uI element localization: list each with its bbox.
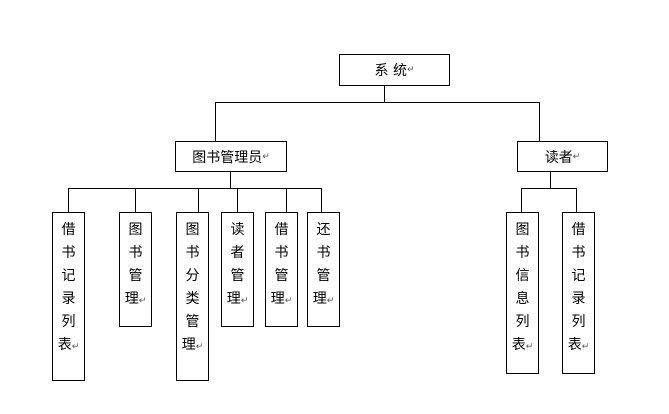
leaf-label: 借书管理↵: [266, 219, 297, 313]
leaf-char: 表↵: [57, 337, 80, 353]
connector: [384, 86, 385, 102]
leaf-node: 借书记录列表↵: [562, 212, 595, 374]
leaf-char: 者: [230, 245, 245, 261]
leaf-char: 管: [274, 268, 289, 284]
connector: [321, 188, 322, 212]
leaf-node: 图书管理↵: [119, 212, 152, 327]
connector: [550, 172, 551, 188]
leaf-char: 记: [61, 268, 76, 284]
leaf-char: 图: [185, 222, 200, 238]
leaf-char: 信: [515, 268, 530, 284]
leaf-char: 书: [316, 245, 331, 261]
paragraph-mark: ↵: [71, 342, 80, 352]
leaf-char: 书: [515, 245, 530, 261]
paragraph-mark: ↵: [195, 342, 204, 352]
branch-label: 读者: [544, 149, 573, 166]
leaf-label: 借书记录列表↵: [53, 219, 84, 359]
connector: [68, 188, 322, 189]
connector: [198, 188, 199, 212]
leaf-char: 录: [61, 291, 76, 307]
root-label: 系 统: [374, 63, 407, 79]
leaf-char: 借: [274, 222, 289, 238]
connector: [215, 102, 216, 141]
branch-node-librarian: 图书管理员↵: [175, 141, 287, 172]
paragraph-mark: ↵: [240, 296, 249, 306]
connector: [286, 188, 287, 212]
leaf-char: 图: [128, 222, 143, 238]
leaf-label: 图书信息列表↵: [507, 219, 538, 359]
leaf-node: 借书记录列表↵: [52, 212, 85, 381]
connector: [135, 188, 136, 212]
leaf-char: 理↵: [270, 291, 293, 307]
leaf-char: 表↵: [567, 337, 590, 353]
leaf-label: 读者管理↵: [222, 219, 253, 313]
connector: [215, 102, 540, 103]
leaf-char: 书: [185, 245, 200, 261]
paragraph-mark: ↵: [525, 342, 534, 352]
branch-label: 图书管理员: [192, 149, 263, 166]
connector: [521, 188, 577, 189]
root-node: 系 统↵: [339, 54, 450, 86]
leaf-char: 书: [61, 245, 76, 261]
connector: [237, 188, 238, 212]
leaf-char: 分: [185, 268, 200, 284]
leaf-char: 息: [515, 291, 530, 307]
leaf-char: 书: [128, 245, 143, 261]
leaf-char: 列: [515, 314, 530, 330]
leaf-char: 理↵: [226, 291, 249, 307]
leaf-char: 理↵: [124, 291, 147, 307]
leaf-char: 管: [185, 314, 200, 330]
leaf-char: 列: [571, 314, 586, 330]
leaf-label: 图书管理↵: [120, 219, 151, 313]
leaf-char: 表↵: [511, 337, 534, 353]
leaf-node: 借书管理↵: [265, 212, 298, 327]
leaf-char: 理↵: [312, 291, 335, 307]
connector: [68, 188, 69, 212]
leaf-label: 借书记录列表↵: [563, 219, 594, 359]
paragraph-mark: ↵: [581, 342, 590, 352]
leaf-char: 记: [571, 268, 586, 284]
leaf-char: 书: [571, 245, 586, 261]
paragraph-mark: ↵: [284, 296, 293, 306]
connector: [539, 102, 540, 141]
leaf-char: 管: [128, 268, 143, 284]
paragraph-mark: ↵: [138, 296, 147, 306]
connector: [230, 172, 231, 188]
leaf-label: 图书分类管理↵: [177, 219, 208, 359]
leaf-node: 图书信息列表↵: [506, 212, 539, 374]
leaf-node: 还书管理↵: [307, 212, 340, 327]
leaf-char: 列: [61, 314, 76, 330]
paragraph-mark: ↵: [262, 151, 270, 162]
connector: [521, 188, 522, 212]
leaf-char: 书: [274, 245, 289, 261]
leaf-label: 还书管理↵: [308, 219, 339, 313]
leaf-char: 借: [571, 222, 586, 238]
leaf-char: 管: [316, 268, 331, 284]
leaf-char: 管: [230, 268, 245, 284]
leaf-char: 图: [515, 222, 530, 238]
connector: [576, 188, 577, 212]
leaf-char: 类: [185, 291, 200, 307]
leaf-char: 还: [316, 222, 331, 238]
paragraph-mark: ↵: [572, 151, 581, 162]
paragraph-mark: ↵: [326, 296, 335, 306]
leaf-char: 读: [230, 222, 245, 238]
leaf-node: 图书分类管理↵: [176, 212, 209, 381]
paragraph-mark: ↵: [406, 65, 415, 75]
leaf-node: 读者管理↵: [221, 212, 254, 327]
leaf-char: 借: [61, 222, 76, 238]
leaf-char: 理↵: [181, 337, 204, 353]
leaf-char: 录: [571, 291, 586, 307]
branch-node-reader: 读者↵: [517, 141, 608, 172]
